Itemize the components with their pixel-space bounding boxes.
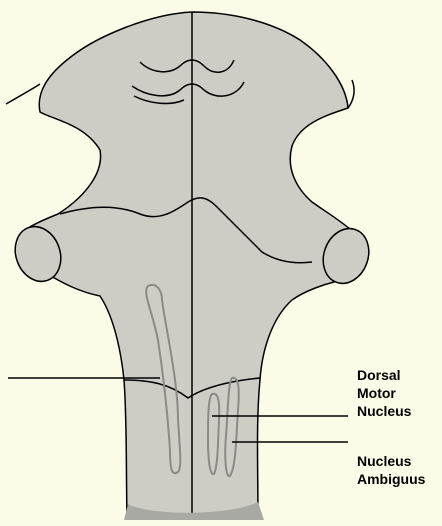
upper-wave-3 — [133, 95, 185, 105]
nucleus-ambiguus-label: Nucleus Ambiguus — [357, 452, 425, 488]
ambiguus-label-line-2: Ambiguus — [357, 471, 426, 487]
upper-wave-1 — [139, 59, 235, 73]
right-contour-line — [347, 79, 355, 109]
dorsal-motor-nucleus-outline — [145, 284, 182, 475]
middle-boundary-wave — [59, 197, 313, 264]
left-contour-line — [5, 83, 41, 105]
dorsal-label-line-3: Nucleus — [357, 403, 412, 419]
right-lateral-lobe — [322, 227, 370, 285]
dorsal-label-line-1: Dorsal — [357, 367, 401, 383]
ambiguus-label-line-1: Nucleus — [357, 453, 412, 469]
upper-wave-2 — [131, 81, 245, 97]
left-lateral-lobe — [14, 225, 62, 283]
bottom-edge-shadow — [124, 502, 264, 520]
nucleus-ambiguus-outline-medial — [206, 392, 221, 476]
dorsal-motor-nucleus-label: Dorsal Motor Nucleus — [357, 366, 411, 420]
dorsal-label-line-2: Motor — [357, 385, 396, 401]
